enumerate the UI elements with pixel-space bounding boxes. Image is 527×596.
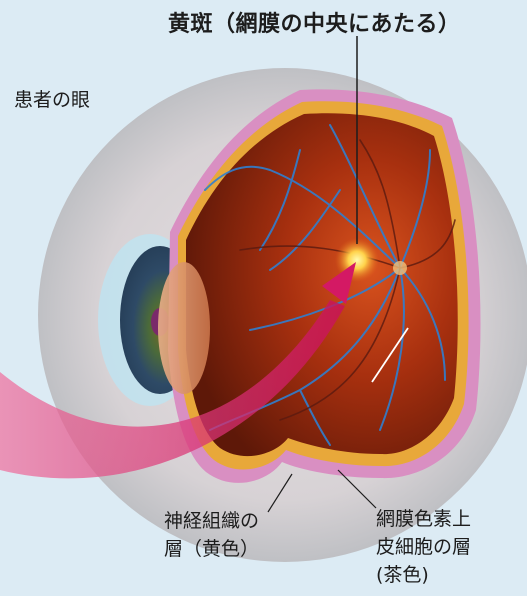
optic-disc [393, 261, 407, 275]
rpe-layer-label-line2: 皮細胞の層 [376, 533, 471, 561]
nerve-layer-label-line2: 層（黄色） [164, 535, 259, 563]
macula-label: 黄斑（網膜の中央にあたる） [168, 6, 461, 38]
patient-eye-label: 患者の眼 [14, 85, 90, 112]
lens [158, 262, 210, 394]
nerve-layer-label-line1: 神経組織の [164, 507, 259, 535]
nerve-layer-label: 神経組織の 層（黄色） [164, 507, 259, 563]
rpe-layer-label: 網膜色素上 皮細胞の層 (茶色) [376, 505, 471, 589]
rpe-layer-label-line1: 網膜色素上 [376, 505, 471, 533]
rpe-layer-label-line3: (茶色) [376, 561, 471, 589]
